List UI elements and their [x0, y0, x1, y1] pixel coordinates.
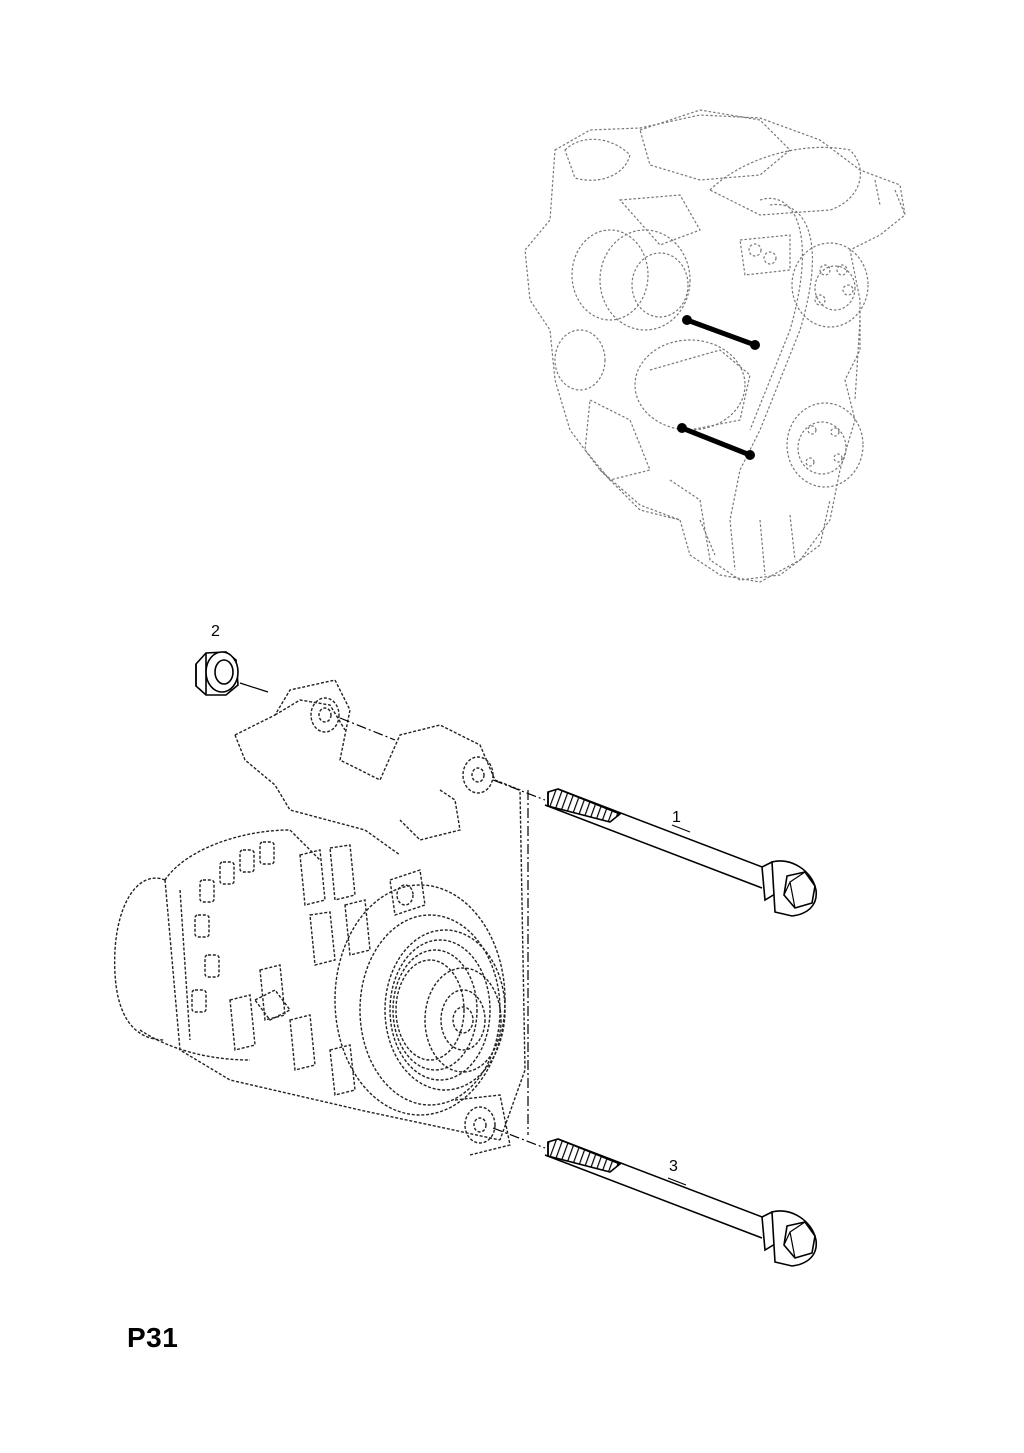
bolt-1	[544, 788, 817, 917]
engine-overview	[524, 109, 906, 583]
engine-bolt-markers	[677, 315, 760, 460]
alternator	[113, 679, 526, 1156]
callout-1: 1	[672, 809, 681, 826]
leader-lines	[239, 682, 691, 1186]
bolt-3	[544, 1138, 817, 1267]
callout-3: 3	[669, 1158, 678, 1175]
nut-2	[195, 651, 239, 696]
page-code: P31	[127, 1322, 179, 1353]
callout-2: 2	[211, 623, 220, 640]
